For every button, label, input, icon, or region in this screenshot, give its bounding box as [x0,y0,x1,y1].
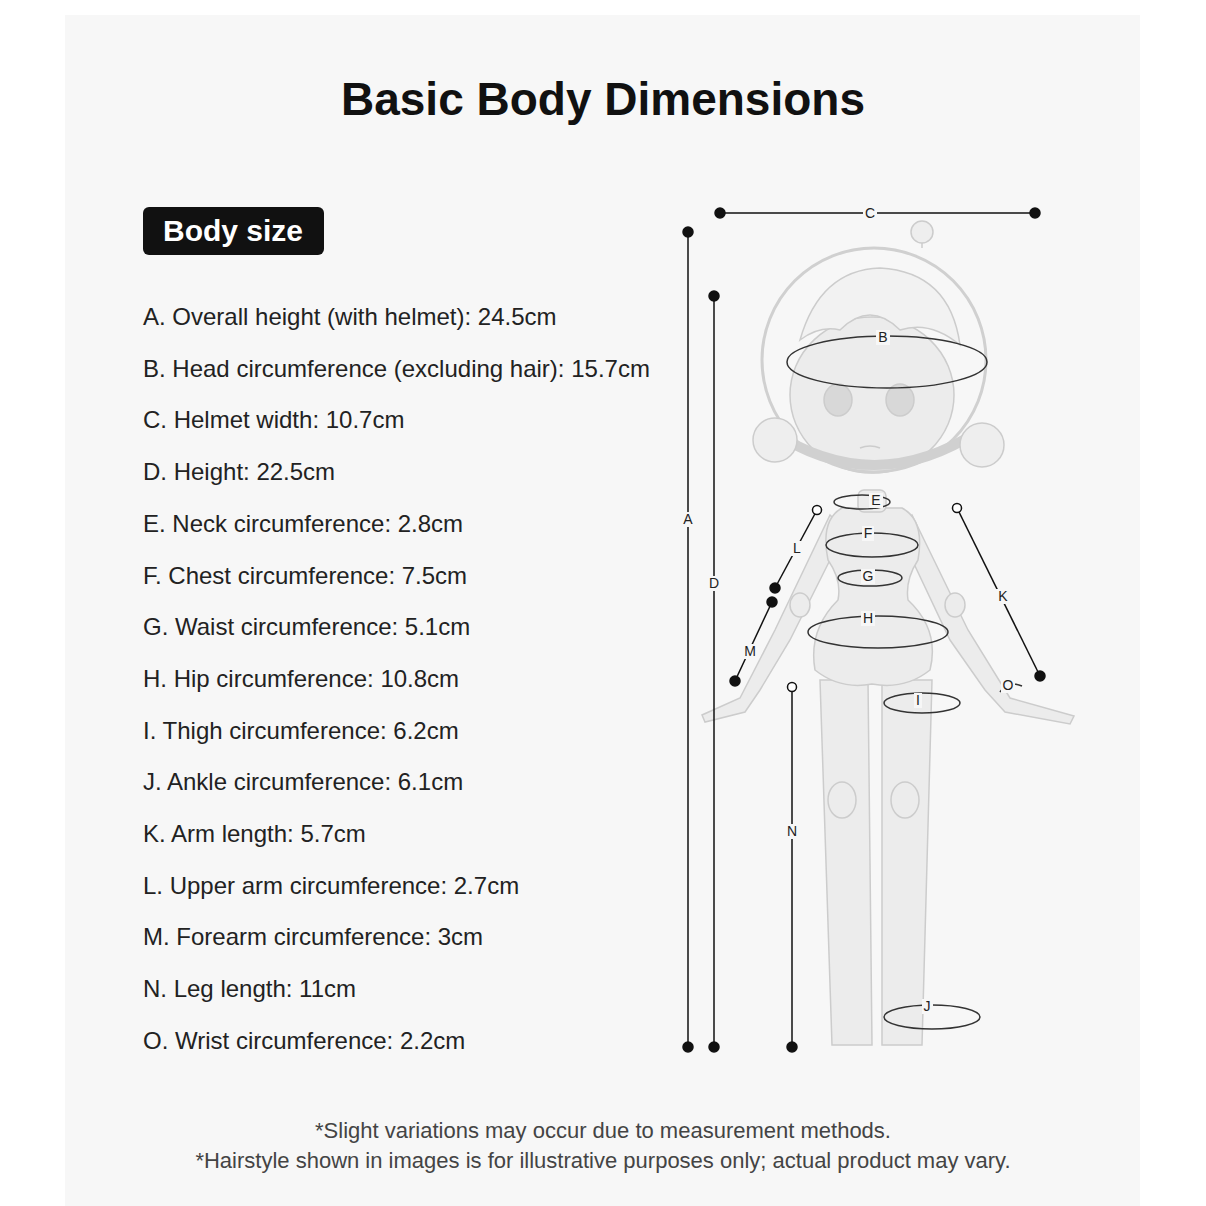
diagram-title: Basic Body Dimensions [341,72,865,126]
dimension-item: A. Overall height (with helmet): 24.5cm [143,303,557,331]
dimension-item: M. Forearm circumference: 3cm [143,923,483,951]
dimension-item: F. Chest circumference: 7.5cm [143,562,467,590]
callout-letter: L [791,541,803,556]
dimension-item: D. Height: 22.5cm [143,458,335,486]
callout-letter: K [996,589,1009,604]
dimension-item: B. Head circumference (excluding hair): … [143,355,650,383]
callout-letter: G [861,569,876,584]
callout-letter: A [681,512,694,527]
callout-letter: N [785,824,799,839]
footnote: *Slight variations may occur due to meas… [315,1118,891,1144]
callout-letter: J [922,999,933,1014]
callout-letter: M [742,644,758,659]
callout-letter: E [869,493,882,508]
callout-letter: H [861,611,875,626]
dimension-item: K. Arm length: 5.7cm [143,820,366,848]
callout-letter: O [1001,678,1016,693]
callout-letter: B [876,330,889,345]
dimension-item: J. Ankle circumference: 6.1cm [143,768,463,796]
section-badge: Body size [143,207,324,255]
dimension-item: G. Waist circumference: 5.1cm [143,613,470,641]
dimension-item: H. Hip circumference: 10.8cm [143,665,459,693]
dimension-item: O. Wrist circumference: 2.2cm [143,1027,465,1055]
dimension-item: E. Neck circumference: 2.8cm [143,510,463,538]
dimension-item: I. Thigh circumference: 6.2cm [143,717,459,745]
footnote: *Hairstyle shown in images is for illust… [195,1148,1010,1174]
callout-letter: F [862,526,875,541]
callout-letter: D [707,576,721,591]
callout-letter: I [914,693,922,708]
callout-letter: C [863,206,877,221]
badge-text: Body size [163,214,303,248]
dimension-item: C. Helmet width: 10.7cm [143,406,404,434]
dimension-item: L. Upper arm circumference: 2.7cm [143,872,519,900]
dimension-item: N. Leg length: 11cm [143,975,356,1003]
